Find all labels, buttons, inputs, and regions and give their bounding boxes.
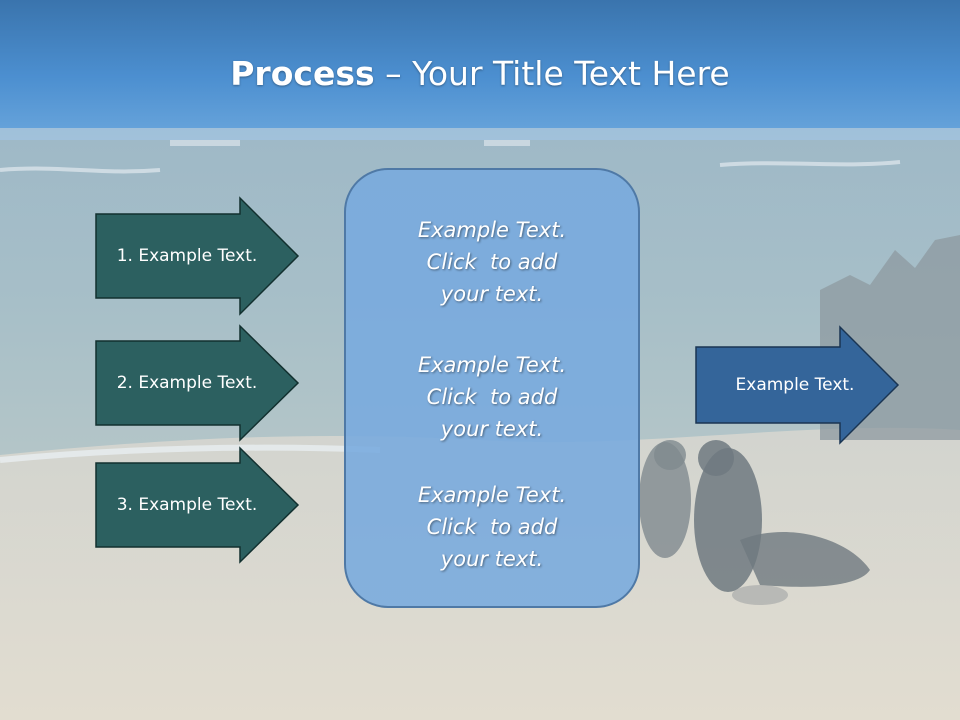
center-text-box[interactable]: Example Text. Click to add your text. Ex… [344, 168, 640, 608]
center-text-block-3: Example Text. Click to add your text. [346, 479, 638, 575]
title-bold: Process [230, 54, 375, 93]
center-text-line: Example Text. [417, 483, 567, 507]
center-text-line: Click to add [426, 250, 558, 274]
left-arrow-1[interactable]: 1. Example Text. [95, 196, 300, 316]
arrow-shape-icon [95, 324, 300, 442]
center-text-line: your text. [440, 547, 544, 571]
left-arrow-2[interactable]: 2. Example Text. [95, 324, 300, 442]
center-text-block-1: Example Text. Click to add your text. [346, 214, 638, 310]
center-text-line: Click to add [426, 515, 558, 539]
center-text-line: Example Text. [417, 353, 567, 377]
left-arrow-3[interactable]: 3. Example Text. [95, 446, 300, 564]
left-arrow-2-label: 2. Example Text. [116, 373, 258, 393]
center-text-line: Click to add [426, 385, 558, 409]
arrow-shape-icon [95, 196, 300, 316]
center-text-line: your text. [440, 282, 544, 306]
center-text-line: your text. [440, 417, 544, 441]
left-arrow-3-label: 3. Example Text. [116, 495, 258, 515]
arrow-shape-icon [95, 446, 300, 564]
title-rest: – Your Title Text Here [374, 54, 730, 93]
right-arrow-label: Example Text. [735, 375, 855, 395]
slide-title: Process – Your Title Text Here [0, 52, 960, 96]
center-text-line: Example Text. [417, 218, 567, 242]
left-arrow-1-label: 1. Example Text. [116, 246, 258, 266]
right-arrow[interactable]: Example Text. [695, 325, 900, 445]
arrow-shape-icon [695, 325, 900, 445]
center-text-block-2: Example Text. Click to add your text. [346, 349, 638, 445]
